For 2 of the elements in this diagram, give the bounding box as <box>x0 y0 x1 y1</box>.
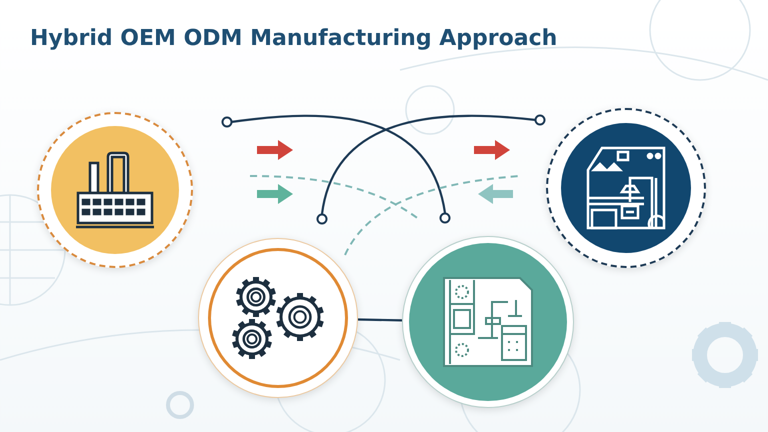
diagram-title: Hybrid OEM ODM Manufacturing Approach <box>30 26 558 51</box>
connector-line <box>358 318 402 322</box>
